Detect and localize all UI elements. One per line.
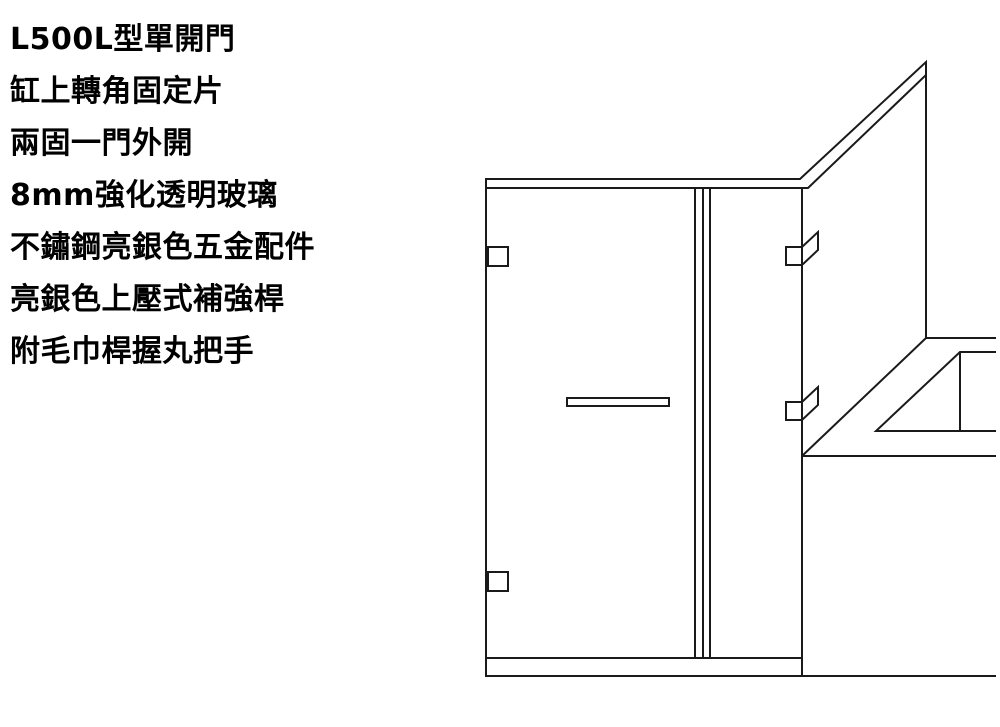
spec-list: L500L型單開門 缸上轉角固定片 兩固一門外開 8mm強化透明玻璃 不鏽鋼亮銀… [10,14,315,378]
door-panel [485,187,696,659]
hinge-bottom-icon [487,571,509,592]
bottom-sill [485,657,803,677]
spec-line-mounting: 缸上轉角固定片 [10,74,224,109]
spec-line-support-bar: 亮銀色上壓式補強桿 [10,282,285,317]
spec-line-glass: 8mm強化透明玻璃 [10,178,278,213]
spec-line-model: L500L型單開門 [10,22,236,57]
bathtub-inner-rim [873,351,996,432]
hinge-top-icon [487,246,509,267]
top-support-bar [485,59,927,189]
towel-bar-handle [566,397,670,407]
spec-line-configuration: 兩固一門外開 [10,126,193,161]
spec-line-hardware: 不鏽鋼亮銀色五金配件 [10,230,315,265]
bathtub-rim [801,337,996,457]
fixed-panel [709,187,803,659]
spec-line-handle: 附毛巾桿握丸把手 [10,334,254,369]
